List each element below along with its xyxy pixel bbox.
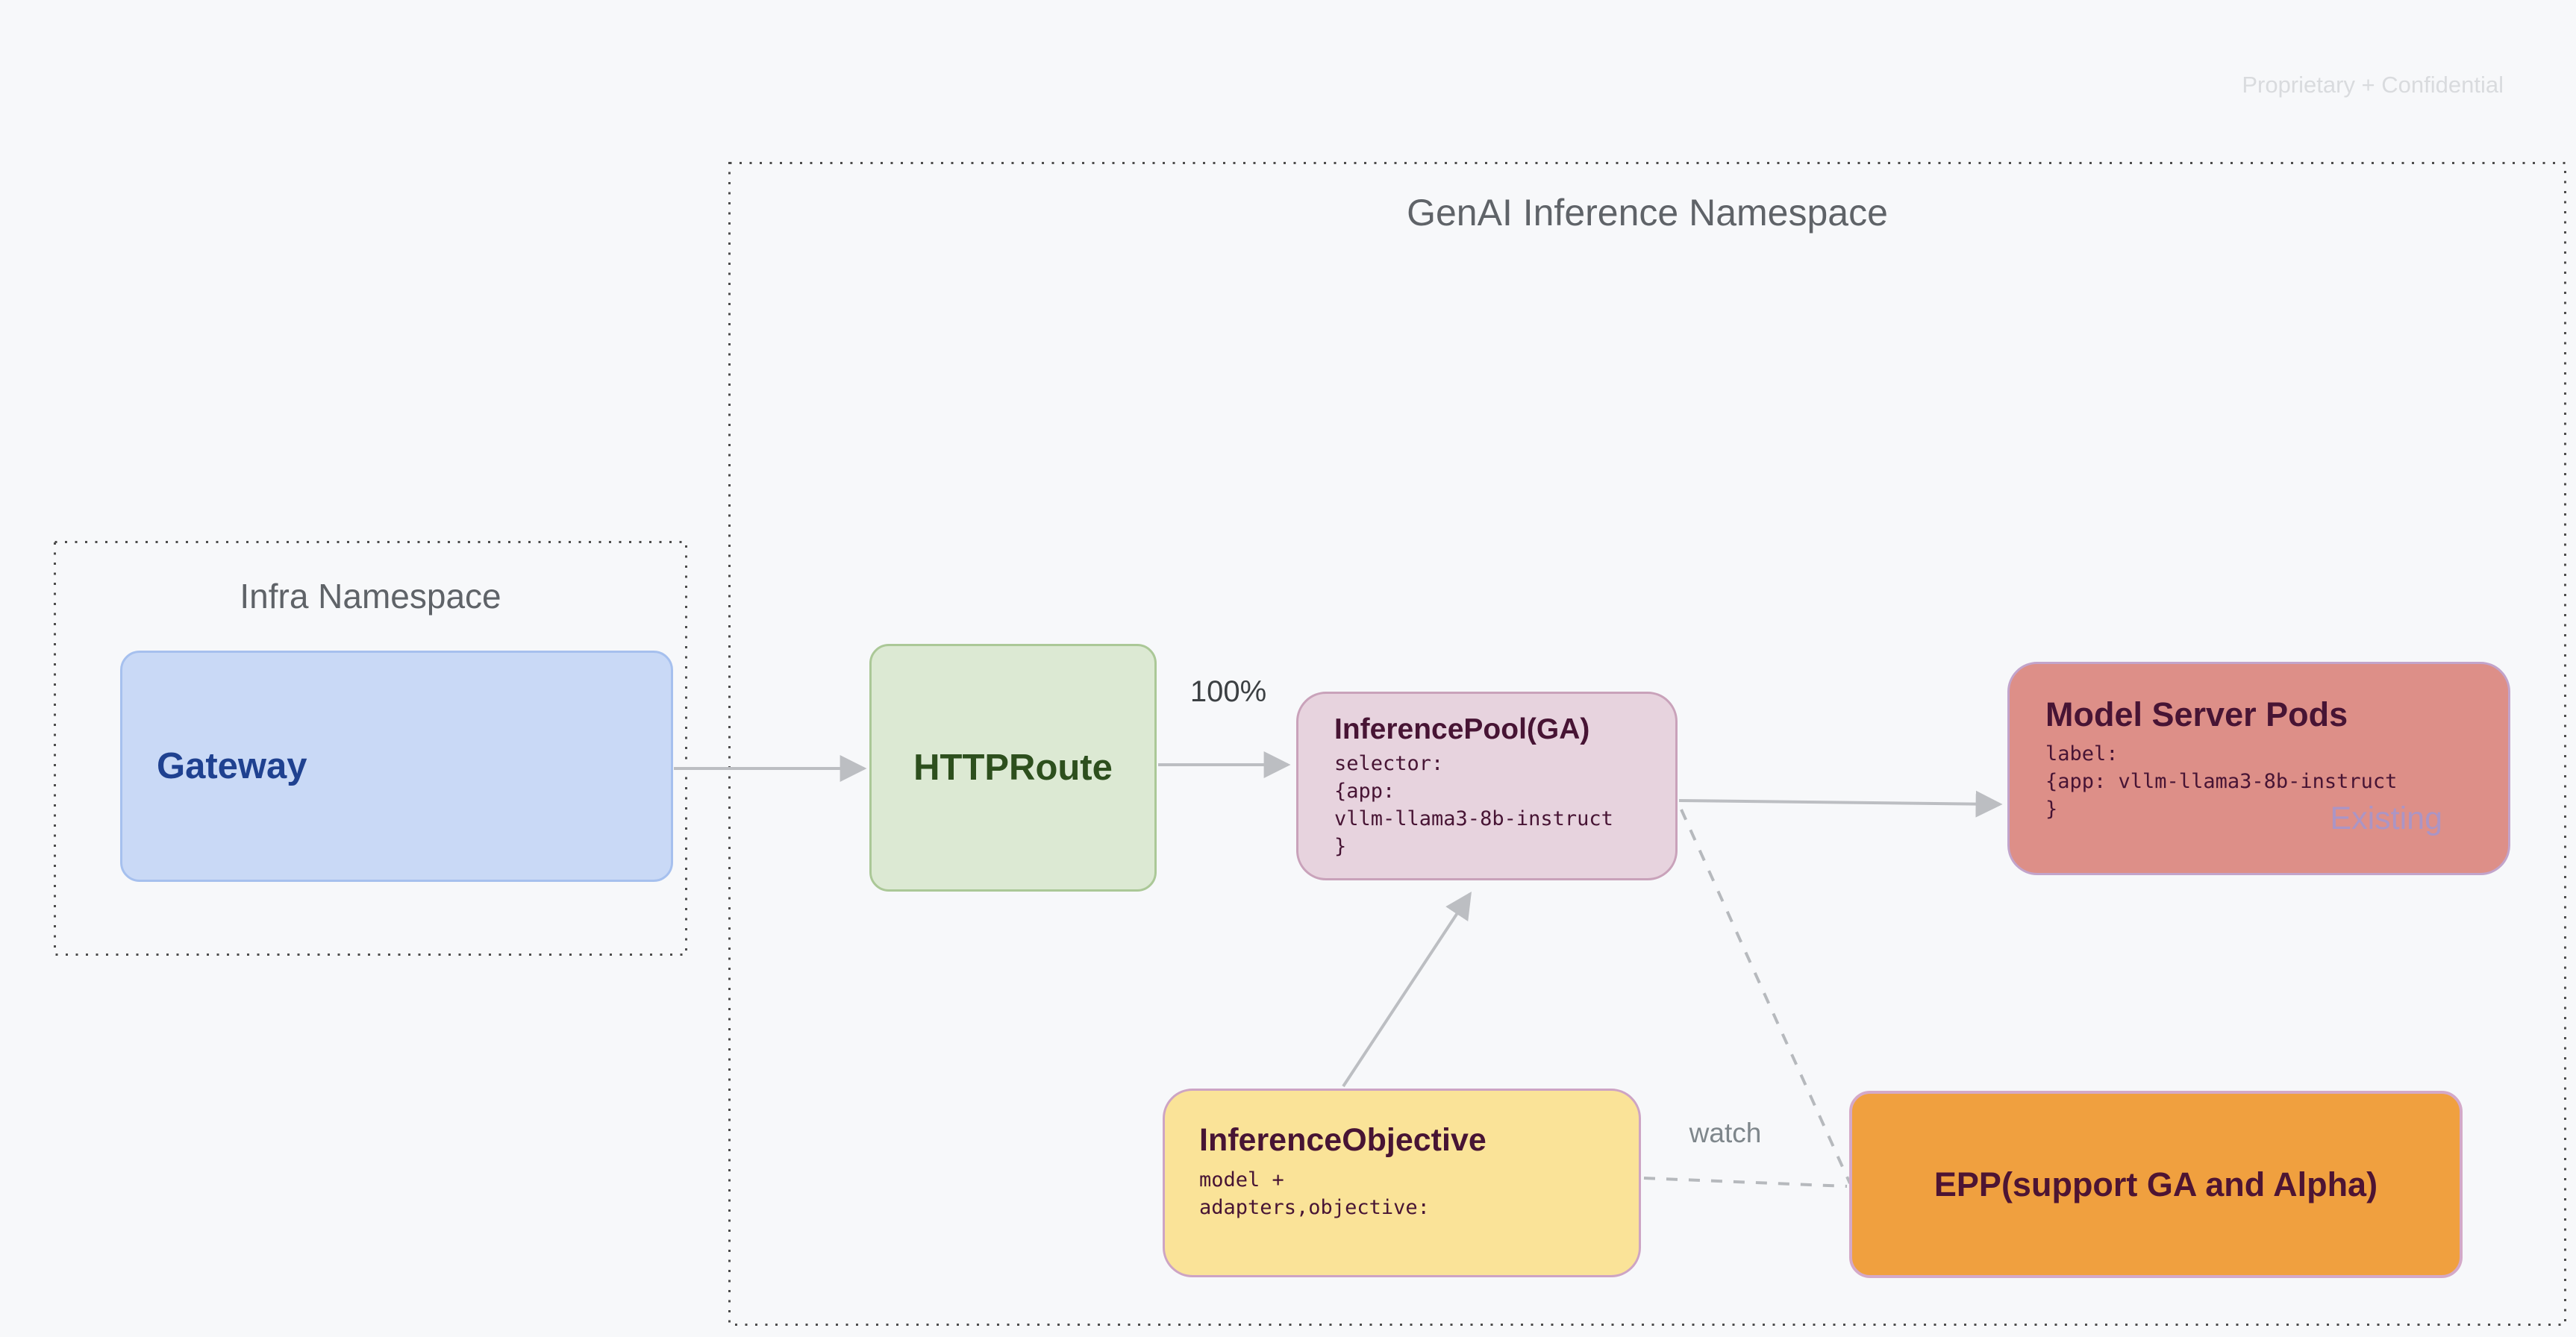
genai-namespace-title: GenAI Inference Namespace: [1407, 192, 1888, 234]
httproute-label: HTTPRoute: [913, 748, 1113, 788]
inference-pool-selector-code: selector: {app: vllm-llama3-8b-instruct …: [1334, 752, 1613, 858]
edge-inferenceobjective-to-inferencepool: [1342, 891, 1472, 1088]
infra-namespace-title: Infra Namespace: [240, 577, 501, 616]
inference-objective-title: InferenceObjective: [1199, 1122, 1486, 1158]
model-server-pods-node: Model Server Pods label: {app: vllm-llam…: [2007, 662, 2510, 875]
existing-tag: Existing: [2330, 801, 2442, 836]
gateway-node: Gateway: [120, 651, 673, 882]
inference-pool-title: InferencePool(GA): [1334, 713, 1590, 745]
watch-label: watch: [1689, 1118, 1762, 1148]
traffic-percentage-label: 100%: [1189, 675, 1267, 708]
inference-objective-code: model + adapters,objective:: [1199, 1168, 1430, 1219]
inference-pool-node: InferencePool(GA) selector: {app: vllm-l…: [1296, 692, 1678, 880]
inference-objective-node: InferenceObjective model + adapters,obje…: [1163, 1089, 1641, 1277]
model-server-pods-label-code: label: {app: vllm-llama3-8b-instruct }: [2045, 742, 2398, 821]
model-server-pods-title: Model Server Pods: [2045, 695, 2348, 733]
gateway-label: Gateway: [157, 746, 307, 786]
httproute-node: HTTPRoute: [869, 644, 1157, 892]
epp-node: EPP(support GA and Alpha): [1849, 1091, 2463, 1278]
edge-inferencepool-to-modelserverpods: [1678, 790, 2003, 818]
infra-namespace-border: [54, 541, 687, 956]
confidentiality-watermark: Proprietary + Confidential: [2242, 72, 2504, 98]
epp-label: EPP(support GA and Alpha): [1933, 1165, 2378, 1203]
edge-inferenceobjective-to-epp-watch-dashed: [1643, 1177, 1848, 1188]
edge-inferencepool-to-epp-dashed: [1680, 809, 1851, 1184]
genai-namespace-border: [728, 162, 2566, 1326]
